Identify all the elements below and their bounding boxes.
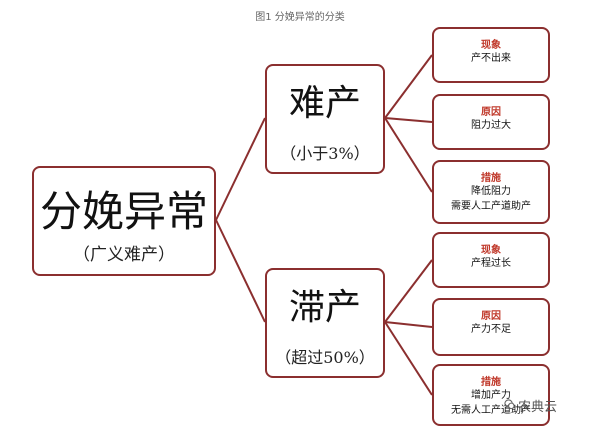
leaf-text: 无需人工产道助产 [451, 405, 531, 416]
leaf-text: 降低阻力 [471, 186, 511, 197]
diagram-title: 图1 分娩异常的分类 [255, 12, 345, 23]
leaf-text: 阻力过大 [471, 120, 511, 131]
leaf-node: 原因 阻力过大 [432, 94, 550, 150]
leaf-heading: 措施 [481, 377, 501, 388]
leaf-node: 现象 产不出来 [432, 27, 550, 83]
root-name: 分娩异常 [39, 187, 208, 236]
branch-2-name: 滞产 [288, 287, 361, 328]
leaf-text: 产程过长 [471, 258, 511, 269]
leaf-heading: 原因 [481, 107, 501, 118]
leaf-heading: 现象 [481, 40, 501, 51]
leaf-text: 增加产力 [471, 390, 511, 401]
leaf-text: 产力不足 [471, 324, 511, 335]
edge-root-to-branch-2 [215, 219, 266, 323]
leaf-node: 现象 产程过长 [432, 232, 550, 288]
leaf-heading: 现象 [481, 245, 501, 256]
watermark-text: 农典云 [518, 400, 558, 415]
edge-b1-to-leaf-1 [384, 54, 433, 119]
chat-bubble-icon [504, 399, 515, 410]
leaf-text: 产不出来 [471, 53, 511, 64]
leaf-text: 需要人工产道助产 [451, 201, 531, 212]
branch-2-note: （超过50%） [275, 348, 375, 367]
edge-b1-to-leaf-2 [384, 117, 433, 123]
root-node: 分娩异常 （广义难产） [32, 166, 216, 276]
branch-node-1: 难产 （小于3%） [265, 64, 385, 174]
leaf-node: 措施 降低阻力 需要人工产道助产 [432, 160, 550, 224]
branch-node-2: 滞产 （超过50%） [265, 268, 385, 378]
edge-b2-to-leaf-1 [384, 259, 433, 323]
root-note: （广义难产） [73, 245, 175, 265]
edge-b2-to-leaf-3 [384, 321, 433, 396]
leaf-node: 措施 增加产力 无需人工产道助产 [432, 364, 550, 426]
leaf-heading: 措施 [481, 173, 501, 184]
edge-b2-to-leaf-2 [384, 321, 433, 328]
leaf-heading: 原因 [481, 311, 501, 322]
branch-1-name: 难产 [288, 83, 361, 124]
branch-1-note: （小于3%） [280, 144, 370, 163]
edge-root-to-branch-1 [215, 117, 266, 221]
edge-b1-to-leaf-3 [384, 117, 433, 193]
leaf-node: 原因 产力不足 [432, 298, 550, 356]
